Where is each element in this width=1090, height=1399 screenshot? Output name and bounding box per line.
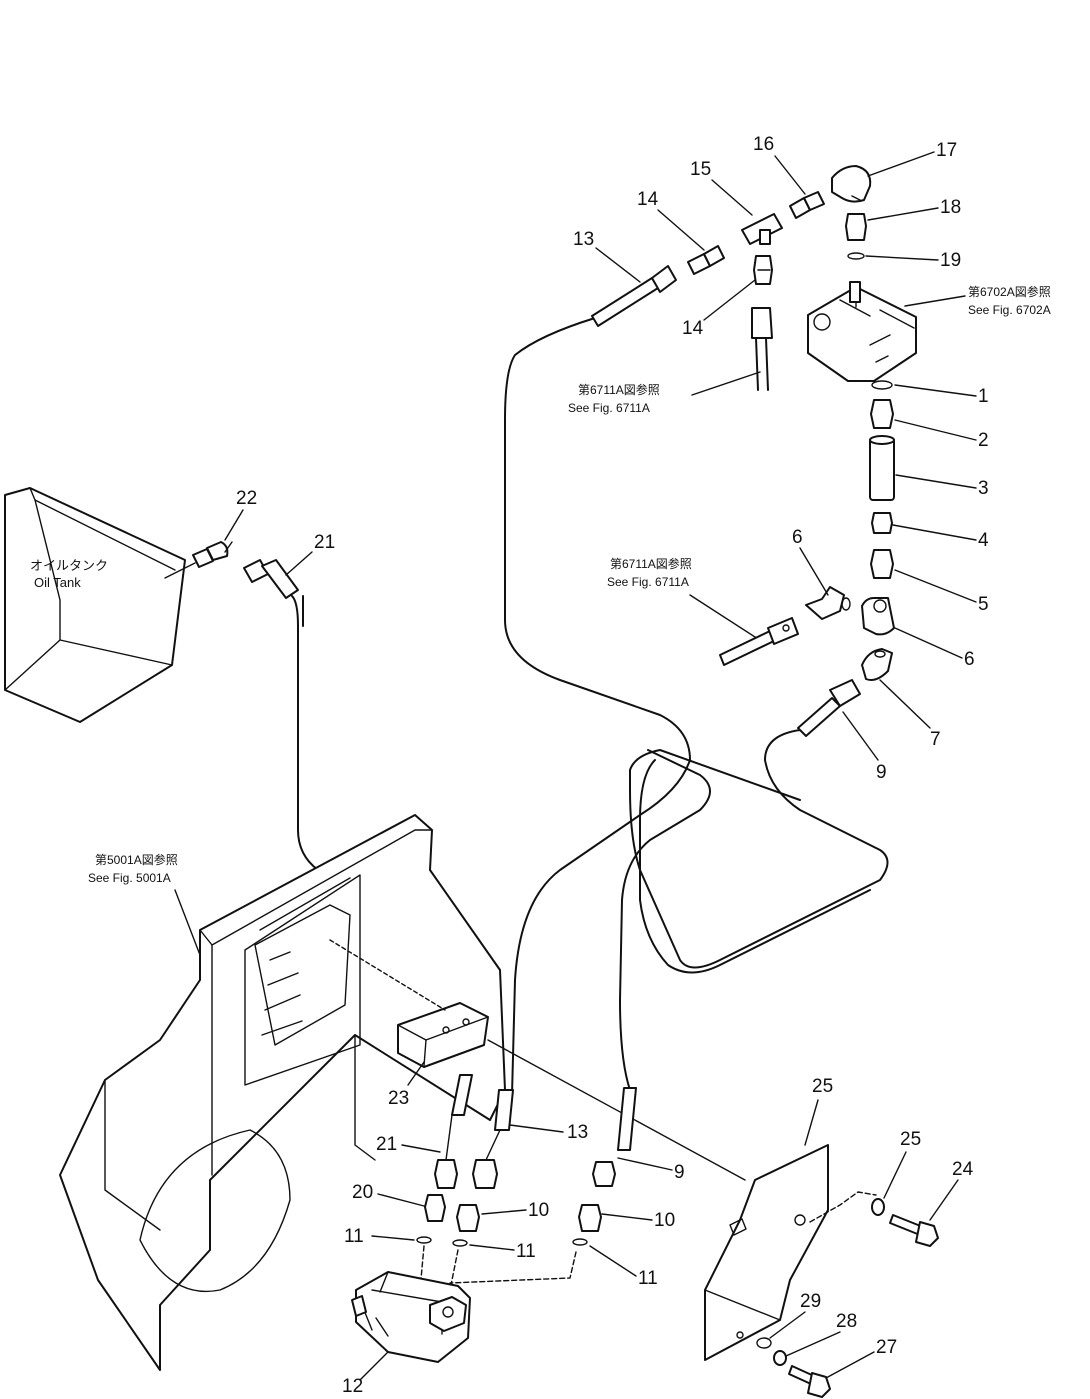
control-valve-6702	[807, 281, 917, 382]
callout-28: 28	[836, 1311, 857, 1332]
callout-6-right: 6	[964, 649, 975, 670]
callout-22: 22	[236, 488, 257, 509]
callout-23: 23	[388, 1088, 409, 1109]
hose-fitting-9-top	[797, 679, 861, 737]
callout-7: 7	[930, 729, 941, 750]
elbow-17	[831, 165, 872, 203]
adapter-2	[870, 399, 894, 429]
callout-14-lower: 14	[682, 318, 704, 339]
adapter-10-left	[456, 1204, 480, 1232]
adapter-4	[871, 512, 893, 534]
o-ring-11-a	[416, 1236, 432, 1244]
ref-6711-mid-en: See Fig. 6711A	[607, 575, 689, 589]
frame-housing	[59, 814, 506, 1371]
elbow-6-left	[805, 586, 851, 620]
callout-16: 16	[753, 134, 774, 155]
ref-6711-top-jp: 第6711A図参照	[578, 382, 660, 397]
valve-block-23	[397, 1002, 489, 1068]
o-ring-1	[871, 380, 893, 390]
callout-1: 1	[978, 386, 989, 407]
callout-6-left: 6	[792, 527, 803, 548]
callout-13-bottom: 13	[567, 1122, 588, 1143]
callout-11-a: 11	[344, 1226, 364, 1247]
adapter-5	[870, 549, 894, 579]
filter-3	[869, 435, 895, 501]
callout-10-right: 10	[654, 1210, 675, 1231]
ref-6702-en: See Fig. 6702A	[968, 303, 1051, 317]
callout-11-c: 11	[638, 1268, 658, 1289]
ref-5001-jp: 第5001A図参照	[95, 852, 178, 867]
callout-27: 27	[876, 1337, 897, 1358]
ref-5001-en: See Fig. 5001A	[88, 871, 171, 885]
hose-fitting-13-bottom	[472, 1089, 514, 1189]
callout-10-left: 10	[528, 1200, 549, 1221]
adapter-18	[845, 213, 867, 241]
hydraulic-tubes	[504, 317, 889, 1096]
callout-9-bottom: 9	[674, 1162, 685, 1183]
callout-11-b: 11	[516, 1241, 536, 1262]
hose-fitting-9-bottom	[592, 1087, 637, 1187]
callout-3: 3	[978, 478, 989, 499]
elbow-fitting-22	[164, 541, 233, 579]
callout-17: 17	[936, 140, 957, 161]
o-ring-19	[847, 252, 865, 260]
callout-14-top: 14	[637, 189, 659, 210]
washer-29	[756, 1337, 772, 1349]
callout-5: 5	[978, 594, 989, 615]
hose-fitting-21-bottom	[434, 1074, 473, 1189]
oil-tank-label-jp: オイルタンク	[30, 558, 108, 573]
callout-24: 24	[952, 1159, 974, 1180]
o-ring-11-b	[452, 1239, 468, 1247]
callout-25-right: 25	[900, 1129, 921, 1150]
hose-fitting-13-top	[591, 265, 677, 327]
oil-tank-label-en: Oil Tank	[34, 575, 81, 590]
washer-25	[871, 1198, 885, 1216]
cover-plate-25	[704, 1144, 829, 1361]
connector-16	[789, 191, 825, 219]
callout-21-top: 21	[314, 532, 335, 553]
callout-21-bottom: 21	[376, 1134, 397, 1155]
bolt-27	[788, 1365, 831, 1398]
ref-6711-top-en: See Fig. 6711A	[568, 401, 650, 415]
callout-25-top: 25	[812, 1076, 833, 1097]
callout-2: 2	[978, 430, 989, 451]
callout-20: 20	[352, 1182, 373, 1203]
connector-14-left	[687, 245, 725, 275]
callout-18: 18	[940, 197, 961, 218]
callout-29: 29	[800, 1291, 821, 1312]
hose-6711-top	[751, 307, 773, 391]
adapter-10-right	[578, 1204, 602, 1232]
ref-6702-jp: 第6702A図参照	[968, 284, 1051, 299]
tee-6-right	[861, 597, 895, 636]
ref-6711-mid-jp: 第6711A図参照	[610, 556, 692, 571]
callout-13-top: 13	[573, 229, 594, 250]
oil-tank: オイルタンク Oil Tank	[4, 487, 186, 723]
connector-14-lower	[753, 255, 773, 285]
hose-fitting-21	[243, 559, 299, 599]
callout-19: 19	[940, 250, 961, 271]
washer-28	[773, 1350, 787, 1366]
callout-4: 4	[978, 530, 989, 551]
callout-9-top: 9	[876, 762, 887, 783]
callout-12: 12	[342, 1376, 363, 1397]
tee-fitting-15	[741, 213, 783, 245]
hose-6711-mid	[719, 617, 799, 666]
pump-12	[351, 1271, 471, 1363]
callout-15: 15	[690, 159, 711, 180]
bolt-24	[889, 1214, 939, 1247]
elbow-7	[861, 648, 893, 681]
o-ring-11-c	[572, 1238, 588, 1246]
adapter-20	[424, 1194, 446, 1222]
